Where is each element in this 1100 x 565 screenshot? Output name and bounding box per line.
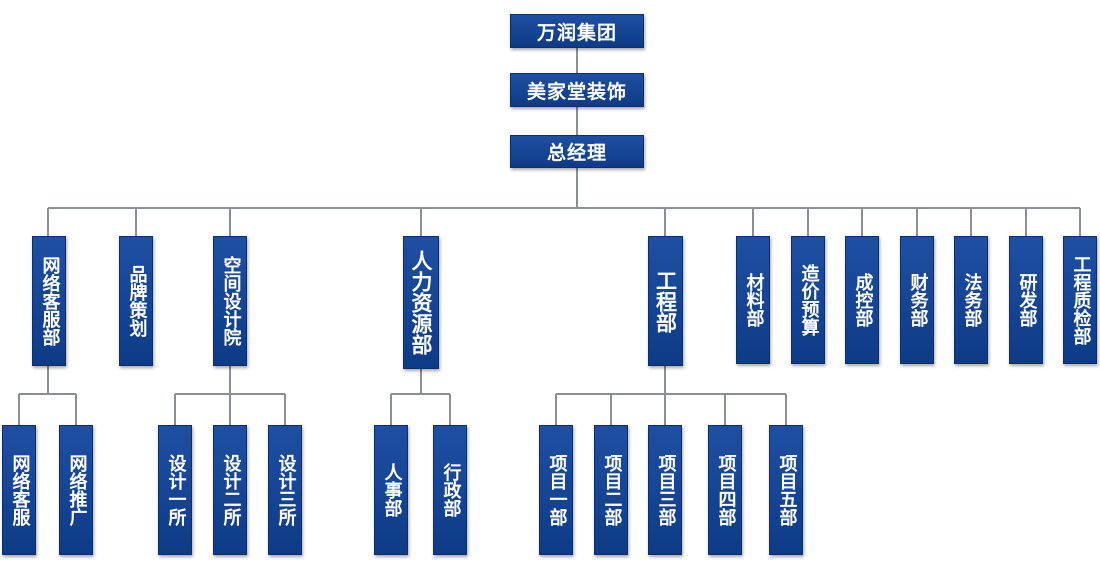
sub-project-4: 项目四部: [708, 425, 742, 555]
node-general-manager: 总经理: [510, 135, 644, 168]
sub-project-5: 项目五部: [769, 425, 803, 555]
dept-legal: 法务部: [954, 236, 988, 364]
sub-admin: 行政部: [433, 425, 467, 555]
dept-network-service: 网络客服部: [32, 236, 66, 366]
sub-design-2: 设计二所: [213, 425, 247, 555]
sub-network-promo: 网络推广: [59, 425, 93, 555]
sub-project-2: 项目二部: [594, 425, 628, 555]
dept-brand-planning: 品牌策划: [119, 236, 153, 366]
sub-project-3: 项目三部: [648, 425, 682, 555]
dept-engineering: 工程部: [648, 236, 683, 366]
dept-cost-budget: 造价预算: [791, 236, 825, 364]
sub-design-1: 设计一所: [158, 425, 192, 555]
dept-rnd: 研发部: [1009, 236, 1043, 364]
dept-human-resources: 人力资源部: [403, 236, 439, 369]
sub-network-cs: 网络客服: [2, 425, 36, 555]
sub-project-1: 项目一部: [539, 425, 573, 555]
node-company: 美家堂装饰: [510, 73, 644, 107]
dept-design-institute: 空间设计院: [213, 236, 247, 366]
dept-finance: 财务部: [900, 236, 934, 364]
dept-quality-inspection: 工程质检部: [1063, 236, 1097, 364]
sub-personnel: 人事部: [374, 425, 408, 555]
node-group: 万润集团: [510, 14, 644, 48]
dept-materials: 材料部: [736, 236, 770, 364]
dept-cost-control: 成控部: [845, 236, 879, 364]
sub-design-3: 设计三所: [268, 425, 302, 555]
